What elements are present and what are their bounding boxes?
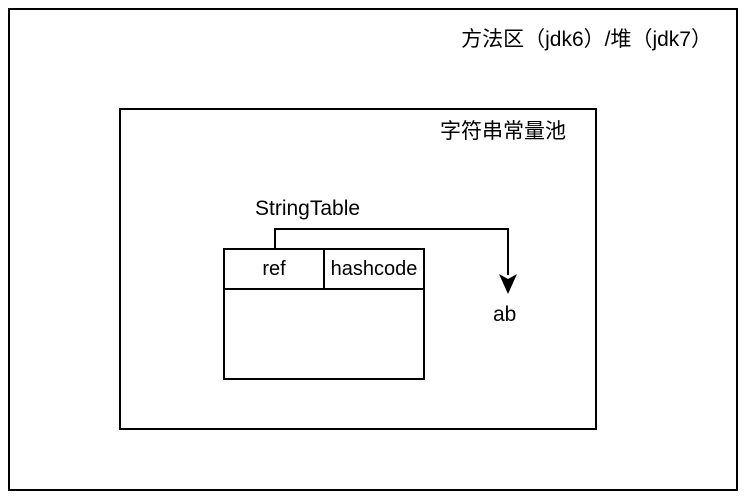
string-table-title: StringTable	[255, 197, 361, 220]
string-pool-title: 字符串常量池	[440, 120, 566, 143]
ref-column-header: ref	[225, 250, 325, 288]
string-pool-box: 字符串常量池	[119, 108, 597, 430]
method-area-title: 方法区（jdk6）/堆（jdk7）	[461, 28, 712, 51]
hashcode-column-header: hashcode	[330, 257, 418, 280]
string-table-header: ref hashcode	[225, 250, 423, 290]
string-object-ab: ab	[493, 303, 517, 326]
string-table: ref hashcode	[223, 248, 425, 380]
string-table-body	[225, 290, 423, 378]
